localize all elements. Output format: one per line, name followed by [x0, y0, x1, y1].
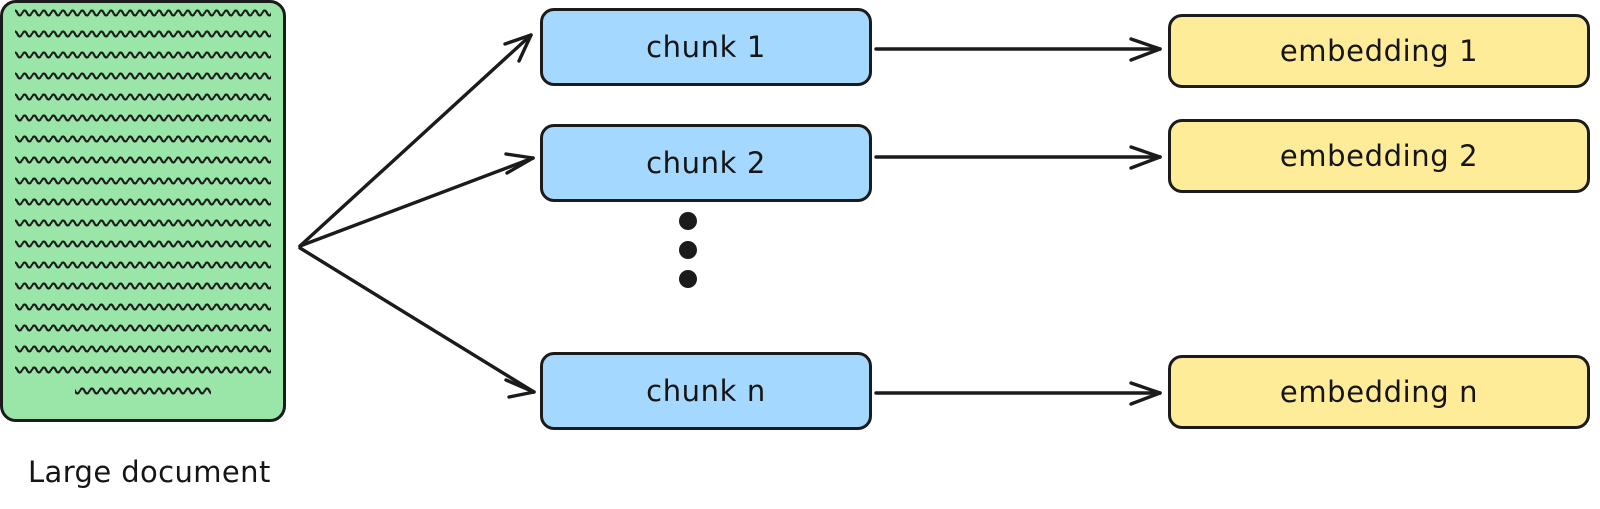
large-document-node[interactable]: [0, 0, 286, 422]
ellipsis-dot: [679, 270, 697, 288]
arrow-chunk-n-to-embedding-n: [874, 381, 1162, 406]
chunk-node-n-label: chunk n: [646, 373, 766, 408]
embedding-node-2[interactable]: embedding 2: [1168, 119, 1590, 193]
large-document-caption: Large document: [28, 455, 271, 489]
arrow-document-to-chunk-n: [298, 246, 536, 399]
chunk-node-n[interactable]: chunk n: [540, 352, 872, 430]
embedding-node-1-label: embedding 1: [1279, 33, 1479, 68]
document-text-lines: [15, 9, 271, 408]
ellipsis-dot: [679, 212, 697, 230]
chunk-node-1-label: chunk 1: [646, 29, 766, 64]
arrow-chunk-2-to-embedding-2: [874, 145, 1162, 170]
chunk-node-2-label: chunk 2: [646, 145, 766, 180]
chunk-node-2[interactable]: chunk 2: [540, 124, 872, 202]
embedding-node-2-label: embedding 2: [1279, 138, 1479, 173]
embedding-node-n[interactable]: embedding n: [1168, 355, 1590, 429]
arrow-chunk-1-to-embedding-1: [874, 37, 1162, 62]
chunk-node-1[interactable]: chunk 1: [540, 8, 872, 86]
arrow-document-to-chunk-2: [298, 152, 535, 248]
ellipsis-dot: [679, 241, 697, 259]
embedding-node-n-label: embedding n: [1279, 374, 1479, 409]
embedding-node-1[interactable]: embedding 1: [1168, 14, 1590, 88]
arrow-document-to-chunk-1: [298, 33, 533, 248]
vertical-ellipsis-icon: [678, 212, 698, 288]
